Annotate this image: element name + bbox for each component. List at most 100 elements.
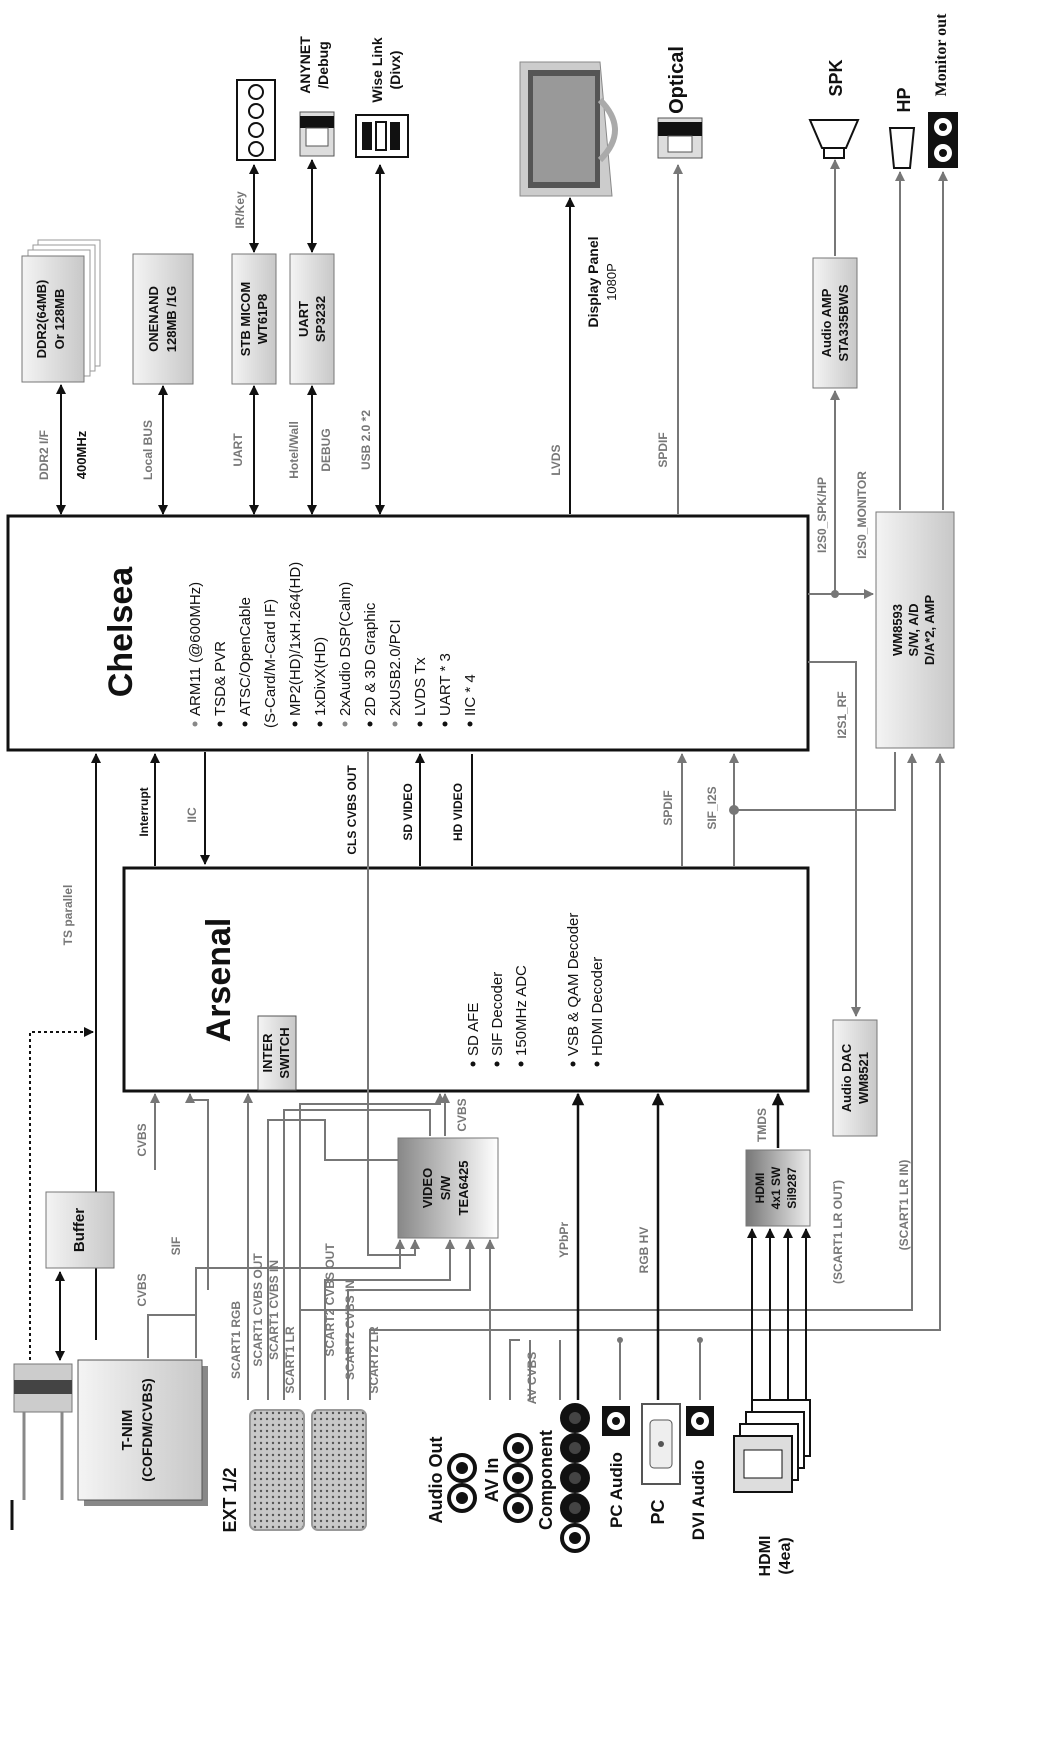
svg-text:Audio DAC: Audio DAC <box>839 1043 854 1112</box>
label-ypbpr: YPbPr <box>557 1222 571 1258</box>
tuner-rf-icon <box>10 1363 73 1530</box>
label-av-cvbs: AV CVBS <box>525 1352 539 1404</box>
bullet-icon <box>342 721 348 727</box>
label-scart2-cvbs-out: SCART2 CVBS OUT <box>323 1243 337 1357</box>
ir-key-connector-icon <box>236 79 276 161</box>
label-usb: USB 2.0 *2 <box>359 410 373 470</box>
svg-text:S/W, A/D: S/W, A/D <box>906 604 921 657</box>
label-cvbs-b: CVBS <box>135 1123 149 1156</box>
label-spdif-top: SPDIF <box>656 432 670 467</box>
svg-text:HDMI: HDMI <box>753 1173 767 1204</box>
label-i2s1-rf: I2S1_RF <box>835 691 849 738</box>
svg-text:STA335BWS: STA335BWS <box>836 284 851 361</box>
pc-label: PC <box>648 1499 668 1524</box>
svg-text:TEA6425: TEA6425 <box>456 1161 471 1216</box>
arsenal-title: Arsenal <box>200 918 238 1043</box>
bullet-icon <box>367 721 373 727</box>
vga-port-icon <box>641 1403 681 1485</box>
svg-text:ONENAND: ONENAND <box>146 286 161 352</box>
bullet-icon <box>417 721 423 727</box>
onenand-block: ONENAND 128MB /1G <box>132 253 194 385</box>
label-cvbs-a: CVBS <box>135 1273 149 1306</box>
chelsea-feature: 2D & 3D Graphic <box>362 602 379 716</box>
hdmi-ports-icon <box>733 1399 811 1493</box>
label-ddr2-if: DDR2 I/F <box>37 430 51 480</box>
bullet-icon <box>442 721 448 727</box>
display-panel-res: 1080P <box>604 263 619 301</box>
anynet-label-2: /Debug <box>315 41 331 88</box>
spk-label: SPK <box>826 59 846 96</box>
rca-jacks-icon <box>447 1403 590 1553</box>
hp-label: HP <box>894 87 914 112</box>
monitor-out-jack-icon <box>928 112 958 168</box>
pc-audio-label: PC Audio <box>607 1452 626 1528</box>
chelsea-feature: LVDS Tx <box>412 657 429 716</box>
display-panel-label: Display Panel <box>585 236 601 327</box>
svg-text:4x1 SW: 4x1 SW <box>769 1166 783 1209</box>
arsenal-feature: HDMI Decoder <box>589 957 606 1056</box>
chelsea-feature: IIC * 4 <box>462 674 479 716</box>
av-in-label: AV In <box>482 1458 502 1503</box>
stb-micom-block: STB MICOM WT61P8 <box>231 253 277 385</box>
svg-text:Audio AMP: Audio AMP <box>819 288 834 357</box>
chelsea-feature: TSD& PVR <box>212 641 229 716</box>
wm8593-block: WM8593 S/W, A/D D/A*2, AMP <box>875 511 955 749</box>
arsenal-feature: SD AFE <box>465 1003 482 1056</box>
label-iic: IIC <box>185 807 199 823</box>
pc-audio-jack-icon <box>602 1406 630 1436</box>
buffer-block: Buffer <box>45 1191 115 1269</box>
wiselink-label-1: Wise Link <box>369 37 385 102</box>
chelsea-feature: 2xAudio DSP(Calm) <box>337 582 354 716</box>
label-scart2-lr: SCART2 LR <box>367 1326 381 1394</box>
label-scart2-cvbs-in: SCART2 CVBS IN <box>343 1280 357 1380</box>
arsenal-feature: SIF Decoder <box>489 972 506 1056</box>
monitor-out-label: Monitor out <box>933 13 950 96</box>
label-ir-key: IR/Key <box>233 191 247 229</box>
arsenal-block <box>122 866 810 1093</box>
label-scart1-lr: SCART1 LR <box>283 1326 297 1394</box>
ddr2-block: DDR2(64MB) Or 128MB <box>21 239 101 383</box>
video-switch-block: VIDEO S/W TEA6425 <box>397 1137 499 1239</box>
optical-connector-icon <box>657 117 703 159</box>
chelsea-feature: ARM11 (@600MHz) <box>187 582 204 716</box>
arsenal-feature-list: SD AFE SIF Decoder 150MHz ADC VSB & QAM Dec… <box>465 913 606 1067</box>
wiselink-label-2: (Divx) <box>387 51 403 90</box>
dvi-audio-jack-icon <box>686 1406 714 1436</box>
uart-block: UART SP3232 <box>289 253 335 385</box>
hdmi-label-1: HDMI <box>757 1536 774 1577</box>
label-scart1-lr-in: (SCART1 LR IN) <box>897 1160 911 1251</box>
scart-connector-1-icon <box>249 1409 305 1531</box>
arsenal-feature: 150MHz ADC <box>513 965 530 1056</box>
svg-text:STB MICOM: STB MICOM <box>238 282 253 356</box>
chelsea-feature: MP2(HD)/1xH.264(HD) <box>287 562 304 716</box>
ext-label: EXT 1/2 <box>220 1467 240 1532</box>
svg-text:S/W: S/W <box>438 1175 453 1200</box>
bullet-icon <box>317 721 323 727</box>
chelsea-title: Chelsea <box>102 566 140 697</box>
label-local-bus: Local BUS <box>141 420 155 480</box>
svg-text:SP3232: SP3232 <box>313 296 328 342</box>
label-scart1-cvbs-out: SCART1 CVBS OUT <box>251 1253 265 1367</box>
svg-text:(COFDM/CVBS): (COFDM/CVBS) <box>139 1378 155 1481</box>
label-hd-video: HD VIDEO <box>451 783 465 841</box>
tnim-block: T-NIM (COFDM/CVBS) <box>77 1359 208 1506</box>
inter-switch-label-1: INTER <box>260 1033 275 1073</box>
chelsea-feature: UART * 3 <box>437 653 454 716</box>
arsenal-feature: VSB & QAM Decoder <box>565 913 582 1056</box>
audio-out-label: Audio Out <box>426 1437 446 1524</box>
display-panel-icon <box>519 61 618 197</box>
anynet-connector-icon <box>299 111 335 157</box>
chelsea-feature: 1xDivX(HD) <box>312 637 329 716</box>
chelsea-block <box>6 514 810 752</box>
hdmi-switch-block: HDMI 4x1 SW Sil9287 <box>745 1149 811 1227</box>
bullet-icon <box>392 721 398 727</box>
audio-dac-block: Audio DAC WM8521 <box>832 1019 878 1137</box>
wiselink-usb-icon <box>355 114 409 158</box>
bullet-icon <box>242 721 248 727</box>
bullet-icon <box>594 1061 600 1067</box>
label-uart: UART <box>231 433 245 467</box>
label-cls-cvbs-out: CLS CVBS OUT <box>345 765 359 855</box>
svg-text:DDR2(64MB): DDR2(64MB) <box>34 280 49 359</box>
